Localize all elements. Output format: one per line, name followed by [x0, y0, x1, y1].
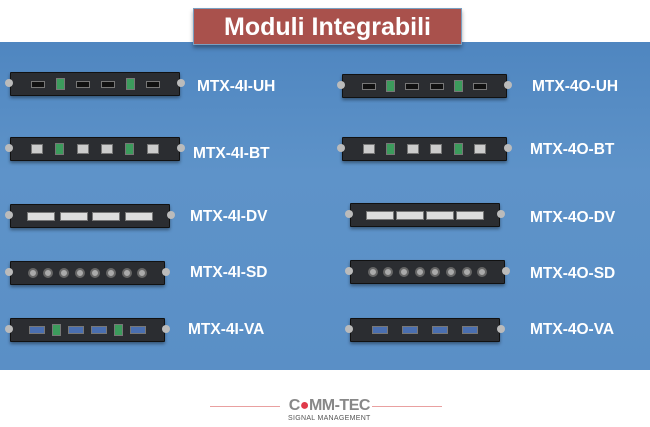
vga-port-icon: [402, 326, 418, 334]
rj-port-icon: [430, 144, 443, 154]
rj-port-icon: [362, 144, 375, 154]
bnc-port-icon: [461, 267, 472, 277]
bnc-port-icon: [74, 268, 85, 278]
bnc-port-icon: [477, 267, 488, 277]
hdmi-port-icon: [405, 82, 420, 90]
logo-tagline: SIGNAL MANAGEMENT: [288, 415, 371, 422]
bnc-port-icon: [137, 268, 148, 278]
terminal-block-icon: [51, 324, 61, 336]
dvi-port-icon: [59, 211, 88, 221]
vga-port-icon: [462, 326, 478, 334]
module-label: MTX-4I-VA: [188, 321, 265, 338]
bnc-port-icon: [90, 268, 101, 278]
module-label: MTX-4I-UH: [197, 78, 276, 95]
rj-port-icon: [146, 144, 159, 154]
module-card-mtx-4o-sd: [345, 260, 510, 284]
dvi-port-icon: [366, 210, 394, 220]
terminal-block-icon: [453, 143, 463, 155]
page-title: Moduli Integrabili: [193, 8, 462, 45]
dvi-port-icon: [456, 210, 484, 220]
vga-port-icon: [432, 326, 448, 334]
module-card-mtx-4o-va: [345, 318, 505, 342]
hdmi-port-icon: [362, 82, 377, 90]
module-label: MTX-4I-SD: [190, 264, 268, 281]
terminal-block-icon: [386, 80, 396, 92]
divider: [210, 406, 280, 407]
terminal-block-icon: [386, 143, 396, 155]
vga-port-icon: [91, 326, 108, 334]
module-card-mtx-4i-bt: [5, 137, 185, 161]
terminal-block-icon: [114, 324, 124, 336]
terminal-block-icon: [125, 78, 135, 90]
bnc-port-icon: [445, 267, 456, 277]
module-card-mtx-4o-dv: [345, 203, 505, 227]
terminal-block-icon: [125, 143, 135, 155]
bnc-port-icon: [367, 267, 378, 277]
dvi-port-icon: [27, 211, 56, 221]
hdmi-port-icon: [145, 80, 160, 88]
dvi-port-icon: [124, 211, 153, 221]
terminal-block-icon: [453, 80, 463, 92]
hdmi-port-icon: [472, 82, 487, 90]
module-label: MTX-4O-DV: [530, 209, 616, 226]
rj-port-icon: [101, 144, 114, 154]
dvi-port-icon: [396, 210, 424, 220]
rj-port-icon: [31, 144, 44, 154]
dvi-port-icon: [92, 211, 121, 221]
module-label: MTX-4I-BT: [193, 145, 270, 162]
rj-port-icon: [76, 144, 89, 154]
bnc-port-icon: [43, 268, 54, 278]
vga-port-icon: [67, 326, 84, 334]
hdmi-port-icon: [30, 80, 45, 88]
logo: C●MM-TEC SIGNAL MANAGEMENT: [288, 397, 371, 422]
terminal-block-icon: [55, 143, 65, 155]
hdmi-port-icon: [75, 80, 90, 88]
bnc-port-icon: [383, 267, 394, 277]
divider: [372, 406, 442, 407]
rj-port-icon: [474, 144, 487, 154]
module-card-mtx-4o-bt: [337, 137, 512, 161]
logo-name: C●MM-TEC: [288, 397, 371, 414]
terminal-block-icon: [55, 78, 65, 90]
module-card-mtx-4i-dv: [5, 204, 175, 228]
vga-port-icon: [28, 326, 45, 334]
bnc-port-icon: [414, 267, 425, 277]
hdmi-port-icon: [429, 82, 444, 90]
bnc-port-icon: [105, 268, 116, 278]
rj-port-icon: [406, 144, 419, 154]
module-card-mtx-4i-sd: [5, 261, 170, 285]
module-label: MTX-4O-UH: [532, 78, 619, 95]
bnc-port-icon: [27, 268, 38, 278]
bnc-port-icon: [59, 268, 70, 278]
module-card-mtx-4i-uh: [5, 72, 185, 96]
vga-port-icon: [130, 326, 147, 334]
dvi-port-icon: [426, 210, 454, 220]
module-label: MTX-4I-DV: [190, 208, 268, 225]
module-card-mtx-4o-uh: [337, 74, 512, 98]
hdmi-port-icon: [100, 80, 115, 88]
bnc-port-icon: [121, 268, 132, 278]
module-label: MTX-4O-SD: [530, 265, 616, 282]
module-label: MTX-4O-BT: [530, 141, 615, 158]
bnc-port-icon: [399, 267, 410, 277]
bnc-port-icon: [430, 267, 441, 277]
module-label: MTX-4O-VA: [530, 321, 615, 338]
vga-port-icon: [372, 326, 388, 334]
module-card-mtx-4i-va: [5, 318, 170, 342]
